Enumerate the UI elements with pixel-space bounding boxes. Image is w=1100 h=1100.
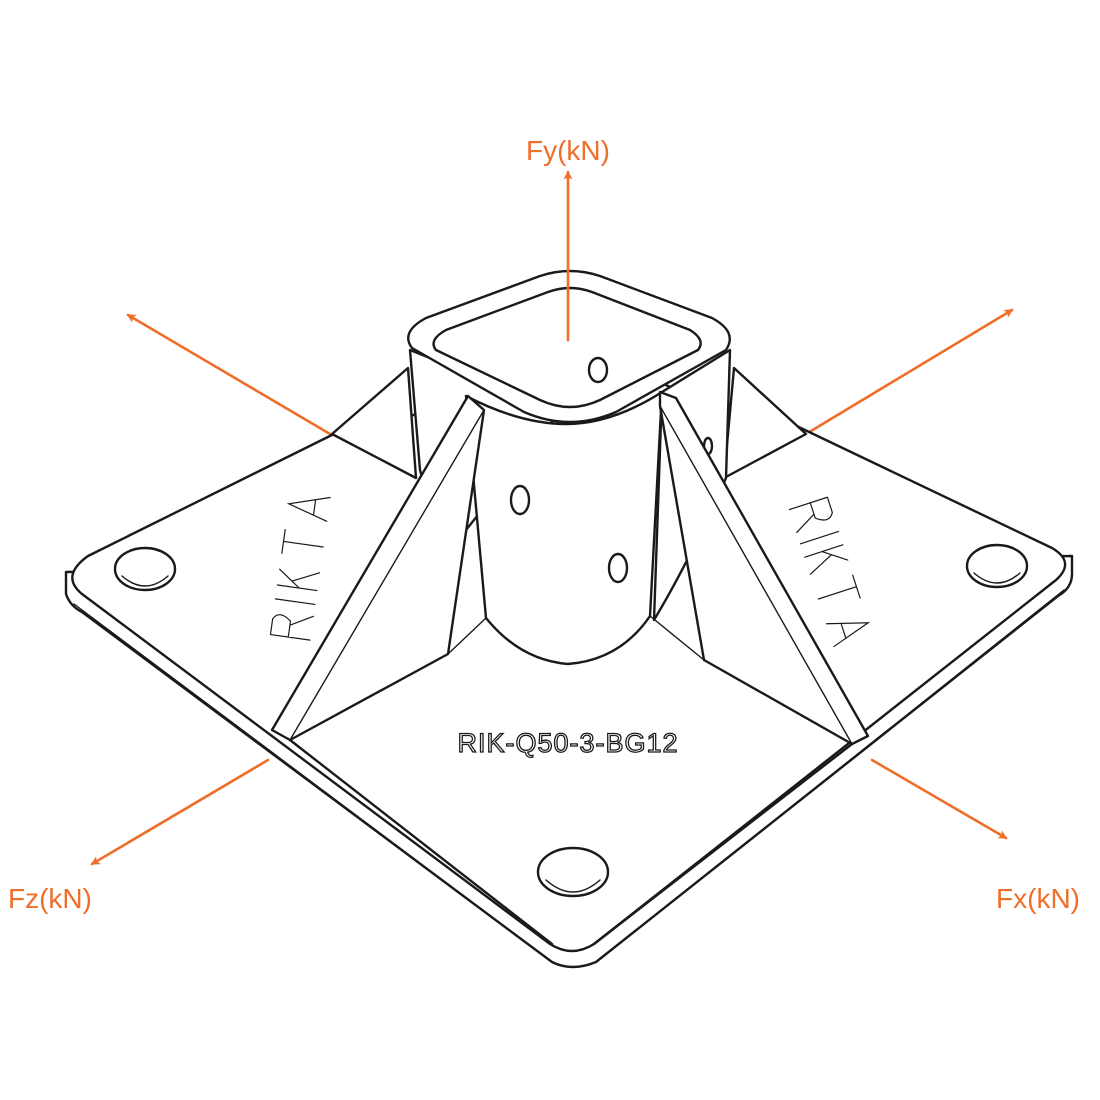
- arrow-fx: [870, 758, 1008, 840]
- force-arrows-front: [90, 170, 1008, 866]
- tube-hole-left: [509, 484, 531, 516]
- gusset-back-right: [722, 366, 808, 480]
- tube-inner-opening: [432, 286, 702, 409]
- tube-hole-top: [587, 356, 609, 384]
- label-fz: Fz(kN): [8, 883, 92, 914]
- gusset-back-left: [330, 366, 418, 480]
- arrow-back-left: [126, 313, 332, 436]
- part-code-stamp: RIK-Q50-3-BG12: [457, 728, 678, 758]
- bolt-hole-left: [113, 546, 177, 592]
- label-fx: Fx(kN): [996, 883, 1080, 914]
- emboss-logo-right: [788, 496, 871, 648]
- front-gussets: [270, 390, 870, 746]
- tube-hole-front: [607, 552, 629, 584]
- emboss-logo-left: [269, 496, 331, 641]
- arrow-back-right: [804, 308, 1014, 436]
- arrow-fz: [90, 758, 270, 866]
- bolt-hole-front: [536, 846, 610, 898]
- gusset-front-right-edge: [659, 405, 853, 745]
- label-fy: Fy(kN): [526, 135, 610, 166]
- rear-gussets: [330, 366, 808, 480]
- plate-inner-edges: [288, 615, 854, 946]
- square-tube: [407, 269, 732, 666]
- gusset-front-left: [270, 394, 486, 742]
- plate-bottom-edge-left: [73, 603, 553, 963]
- force-arrows-back: [126, 308, 1014, 436]
- tube-front-face: [464, 390, 664, 666]
- plate-bottom-edge-right: [595, 589, 1065, 963]
- bolt-hole-right: [965, 543, 1029, 589]
- gusset-front-left-edge: [289, 409, 485, 741]
- bolt-holes: [113, 543, 1029, 898]
